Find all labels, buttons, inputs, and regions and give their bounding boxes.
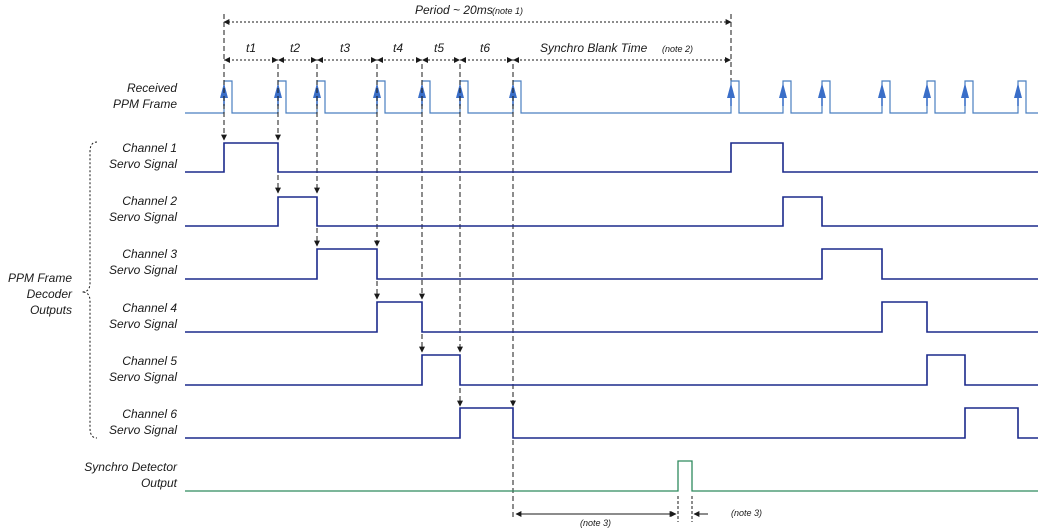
decoder-outputs-brace: PPM Frame Decoder Outputs: [8, 141, 98, 439]
trigger-lines: [221, 64, 516, 518]
period-note: (note 1): [492, 6, 523, 16]
bottom-notes: (note 3) (note 3): [515, 496, 762, 528]
channel-6-sublabel: Servo Signal: [109, 423, 177, 437]
blank-time-note: (note 2): [662, 44, 693, 54]
interval-t4: t4: [393, 41, 403, 55]
channel-6-waveform: [185, 407, 1038, 439]
channel-1-waveform: [185, 142, 1038, 173]
channel-5-label: Channel 5: [122, 354, 177, 368]
channel-3-waveform: [185, 248, 1038, 280]
ppm-label-line2: PPM Frame: [113, 97, 177, 111]
interval-t2: t2: [290, 41, 300, 55]
ppm-edge-arrows: [220, 83, 1022, 106]
period-annotation: Period ~ 20ms (note 1): [223, 3, 732, 88]
synchro-sublabel: Output: [141, 476, 178, 490]
channel-2-waveform: [185, 196, 1038, 227]
group-label-line2: Decoder: [27, 287, 73, 301]
channel-2-label: Channel 2: [122, 194, 177, 208]
channel-4-label: Channel 4: [122, 301, 177, 315]
note3-label-a: (note 3): [580, 518, 611, 528]
channel-4-sublabel: Servo Signal: [109, 317, 177, 331]
blank-time-label: Synchro Blank Time: [540, 41, 648, 55]
channel-6-label: Channel 6: [122, 407, 177, 421]
signal-labels: Received PPM Frame Channel 1 Servo Signa…: [84, 81, 178, 490]
interval-t1: t1: [246, 41, 256, 55]
synchro-waveform: [185, 460, 1038, 492]
interval-t3: t3: [340, 41, 350, 55]
channel-5-waveform: [185, 354, 1038, 386]
synchro-label: Synchro Detector: [84, 460, 178, 474]
interval-t6: t6: [480, 41, 490, 55]
channel-1-sublabel: Servo Signal: [109, 157, 177, 171]
channel-3-label: Channel 3: [122, 247, 177, 261]
channel-1-label: Channel 1: [122, 141, 177, 155]
note3-label-b: (note 3): [731, 508, 762, 518]
interval-marks: [224, 57, 731, 63]
interval-row: t1 t2 t3 t4 t5 t6 Synchro Blank Time (no…: [224, 41, 731, 63]
channel-2-sublabel: Servo Signal: [109, 210, 177, 224]
group-label-line3: Outputs: [30, 303, 72, 317]
ppm-waveform: [185, 80, 1038, 114]
group-label-line1: PPM Frame: [8, 271, 72, 285]
period-label: Period ~ 20ms: [415, 3, 493, 17]
channel-5-sublabel: Servo Signal: [109, 370, 177, 384]
ppm-label-line1: Received: [127, 81, 177, 95]
channel-4-waveform: [185, 301, 1038, 333]
interval-t5: t5: [434, 41, 444, 55]
channel-3-sublabel: Servo Signal: [109, 263, 177, 277]
